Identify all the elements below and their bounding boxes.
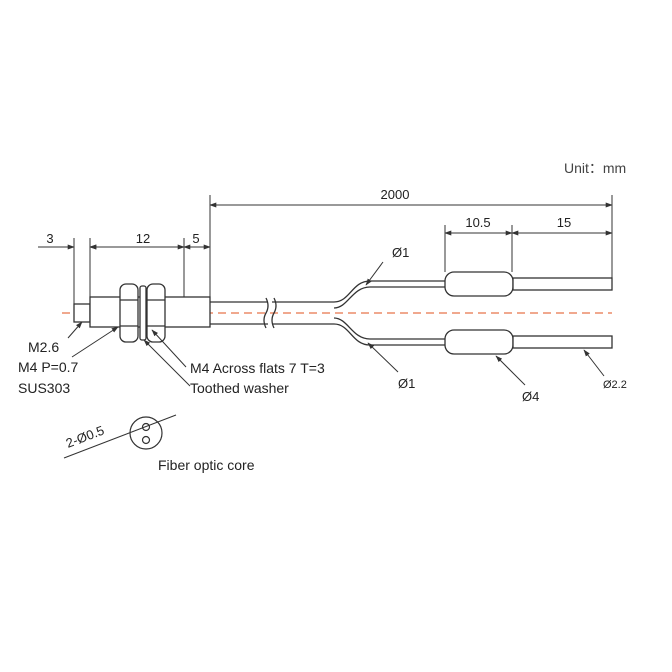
upper-fiber [512,277,613,291]
dim-12: 12 [136,231,150,246]
dia-upper-fiber: Ø1 [392,245,409,260]
dia-sleeve: Ø4 [522,389,539,404]
core-hole-2 [141,435,151,445]
toothed-washer [139,285,147,341]
lower-sleeve [444,329,514,355]
hex-nut [119,283,139,343]
probe-head [73,283,211,343]
core-caption: Fiber optic core [158,457,255,473]
dim-3: 3 [46,231,53,246]
callout-nut: M4 Across flats 7 T=3 [190,360,325,376]
probe-tip [73,303,91,323]
callout-thread: M4 P=0.7 [18,359,79,375]
dia-cable: Ø2.2 [603,379,627,391]
dia-lower-fiber: Ø1 [398,376,415,391]
unit-label: Unit：mm [564,160,626,176]
core-leader [63,414,177,459]
dim-5: 5 [192,231,199,246]
callout-washer: Toothed washer [190,380,289,396]
callout-tip: M2.6 [28,339,59,355]
callout-material: SUS303 [18,380,70,396]
lower-branch [444,329,613,355]
lower-fiber [512,335,613,349]
hex-nut-2 [146,283,166,343]
upper-sleeve [444,271,514,297]
dim-2000: 2000 [381,187,410,202]
core-diameter: 2-Ø0.5 [64,423,106,451]
dim-15: 15 [557,215,571,230]
break-mark [263,297,269,329]
upper-branch [444,271,613,297]
dim-10-5: 10.5 [465,215,490,230]
